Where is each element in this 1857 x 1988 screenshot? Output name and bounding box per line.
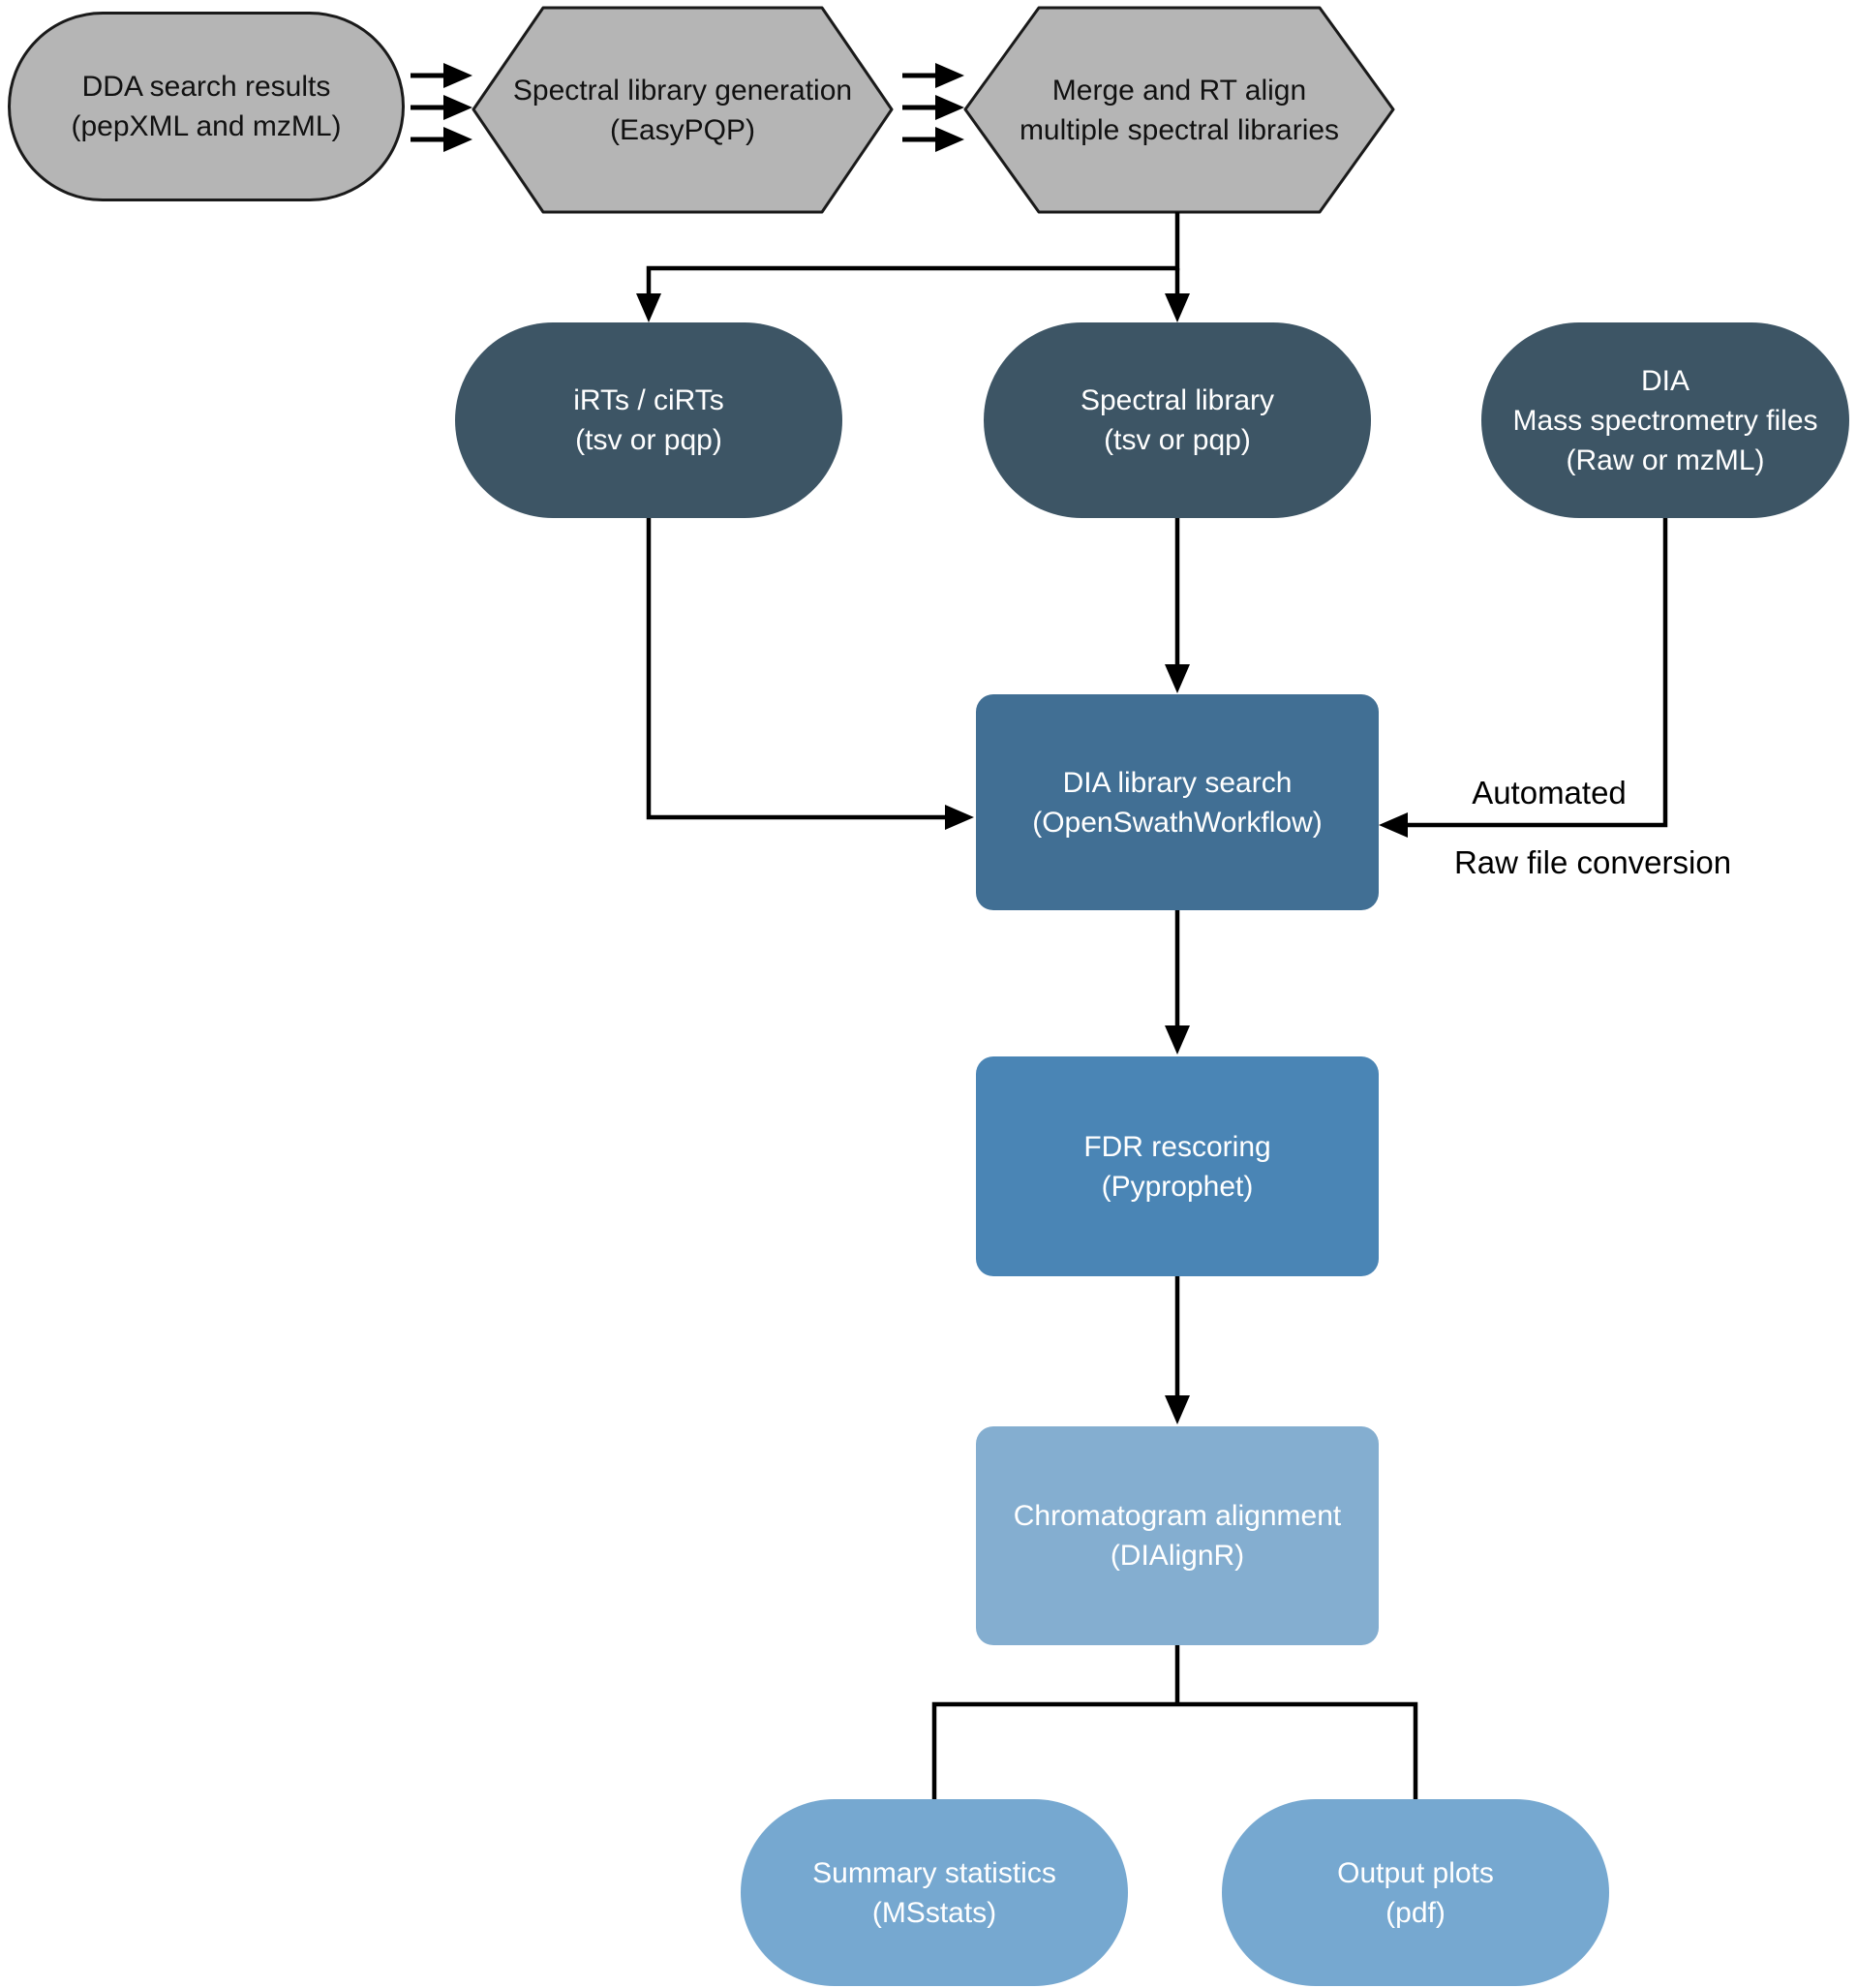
node-label-line: Mass spectrometry files [1512,404,1818,437]
node-label-line: (DIAlignR) [1110,1540,1245,1572]
edge-speclib-to-search [1165,518,1190,693]
node-spectral-library: Spectral library (tsv or pqp) [984,322,1371,518]
node-label-line: (EasyPQP) [609,113,756,146]
node-dia-ms-files: DIA Mass spectrometry files (Raw or mzML… [1481,322,1849,518]
hexagon-spectral-library-generation [472,6,894,214]
edge-fdr-to-chromatogram [1165,1276,1190,1424]
node-chromatogram-alignment: Chromatogram alignment (DIAlignR) [976,1426,1379,1645]
edge-msfiles-to-search [1379,518,1668,838]
annotation-raw-file-conversion: Raw file conversion [1385,844,1801,881]
node-label-line: Spectral library [1080,384,1275,416]
node-dda-search-results: DDA search results (pepXML and mzML) [8,12,405,201]
node-label-line: (OpenSwathWorkflow) [1032,806,1323,839]
node-label-line: Spectral library generation [512,74,853,107]
node-label-line: (Pyprophet) [1101,1170,1254,1203]
node-label-line: DIA library search [1062,766,1293,799]
node-label-line: (pepXML and mzML) [71,110,342,142]
node-label-line: (MSstats) [871,1896,997,1929]
node-label-line: (tsv or pqp) [575,424,722,456]
node-label-line: (tsv or pqp) [1104,424,1251,456]
edge-merge-to-row2 [636,212,1190,322]
annotation-text: Raw file conversion [1453,844,1732,880]
node-label-line: Summary statistics [812,1856,1056,1889]
node-label-line: FDR rescoring [1083,1130,1271,1163]
edge-chromatogram-to-outputs [931,1645,1418,1801]
node-merge-rt-align: Merge and RT align multiple spectral lib… [965,8,1393,212]
node-label-line: Chromatogram alignment [1013,1500,1342,1532]
node-label-line: Output plots [1337,1856,1494,1889]
edge-search-to-fdr [1165,910,1190,1055]
node-label-line: (pdf) [1385,1896,1446,1929]
annotation-automated: Automated [1394,775,1704,811]
node-label-line: iRTs / ciRTs [573,384,724,416]
node-irts-cirts: iRTs / ciRTs (tsv or pqp) [455,322,842,518]
edge-irts-to-search [646,518,974,830]
arrows-dda-to-libgen [411,63,472,152]
node-label-line: DIA [1640,364,1690,397]
node-fdr-rescoring: FDR rescoring (Pyprophet) [976,1056,1379,1276]
node-label-line: DDA search results [81,71,331,103]
node-spectral-library-generation: Spectral library generation (EasyPQP) [473,8,892,212]
node-dia-library-search: DIA library search (OpenSwathWorkflow) [976,694,1379,910]
node-label-line: Merge and RT align [1051,74,1307,107]
node-output-plots: Output plots (pdf) [1222,1799,1609,1986]
arrows-libgen-to-merge [902,63,964,152]
node-summary-statistics: Summary statistics (MSstats) [741,1799,1128,1986]
hexagon-merge-rt-align [963,6,1395,214]
node-label-line: multiple spectral libraries [1019,113,1340,146]
annotation-text: Automated [1472,775,1627,810]
node-label-line: (Raw or mzML) [1566,443,1765,476]
